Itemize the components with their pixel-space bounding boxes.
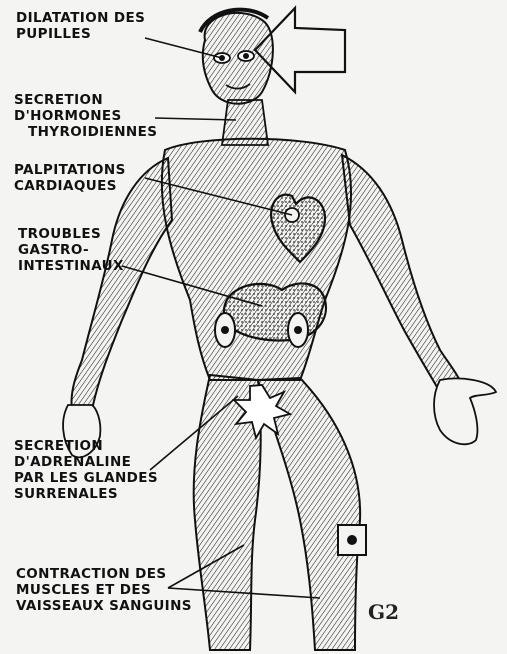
left-arm (71, 158, 172, 410)
label-adrenaline: SECRETION D'ADRENALINE PAR LES GLANDES S… (14, 438, 158, 502)
label-line: SECRETION (14, 92, 157, 108)
label-line: VAISSEAUX SANGUINS (16, 598, 192, 614)
right-hand (434, 379, 496, 445)
label-line: SURRENALES (14, 486, 158, 502)
label-line: PAR LES GLANDES (14, 470, 158, 486)
label-pupils: DILATATION DES PUPILLES (16, 10, 145, 42)
stomach-icon (224, 283, 326, 340)
label-heart: PALPITATIONS CARDIAQUES (14, 162, 126, 194)
label-line: PUPILLES (16, 26, 145, 42)
label-line: TROUBLES (18, 226, 124, 242)
label-muscles: CONTRACTION DES MUSCLES ET DES VAISSEAUX… (16, 566, 192, 614)
label-line: D'HORMONES (14, 108, 157, 124)
label-line: DILATATION DES (16, 10, 145, 26)
label-line: CONTRACTION DES (16, 566, 192, 582)
label-line: GASTRO- (18, 242, 124, 258)
label-gut: TROUBLES GASTRO- INTESTINAUX (18, 226, 124, 274)
label-line: SECRETION (14, 438, 158, 454)
figure-code: G2 (368, 600, 399, 624)
right-arm (342, 155, 462, 392)
label-line: PALPITATIONS (14, 162, 126, 178)
label-line: MUSCLES ET DES (16, 582, 192, 598)
label-line: INTESTINAUX (18, 258, 124, 274)
label-thyroid: SECRETION D'HORMONES THYROIDIENNES (14, 92, 157, 140)
label-line: D'ADRENALINE (14, 454, 158, 470)
head (200, 10, 273, 104)
label-line: CARDIAQUES (14, 178, 126, 194)
torso (162, 139, 351, 380)
label-line: THYROIDIENNES (14, 124, 157, 140)
